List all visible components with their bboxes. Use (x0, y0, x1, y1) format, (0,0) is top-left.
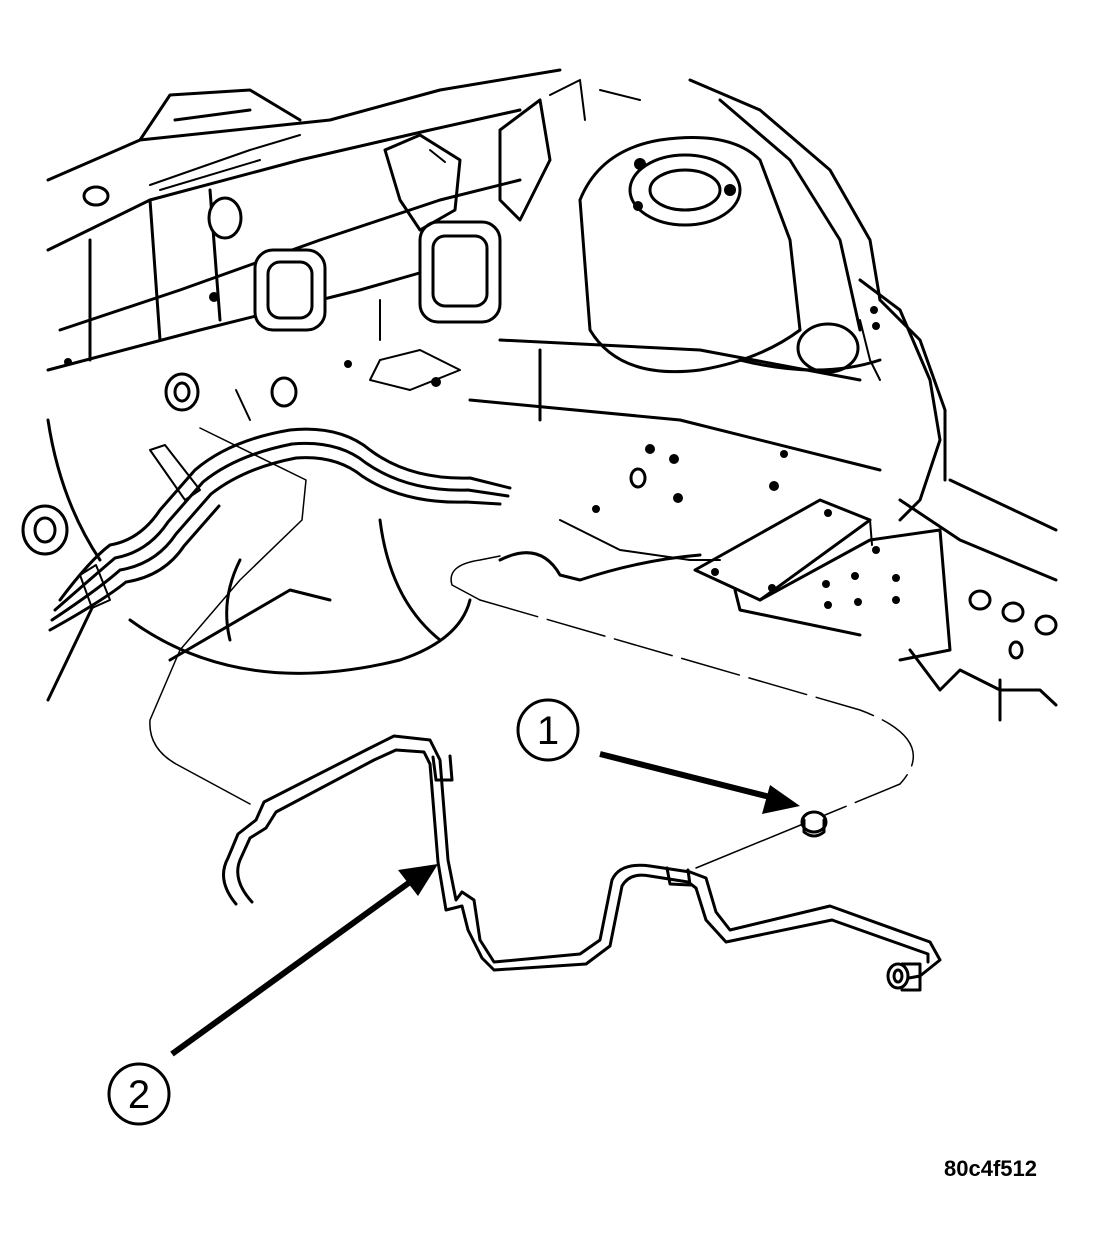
callout-2-label: 2 (128, 1073, 150, 1117)
tube-assembly (222, 734, 942, 992)
callout-1-label: 1 (537, 709, 559, 753)
floor-panel (468, 338, 882, 582)
callout-2: 2 (107, 1062, 171, 1126)
leader-arrow-2 (170, 864, 438, 1057)
strut-tower (578, 78, 1058, 582)
callout-1: 1 (516, 698, 580, 762)
leader-arrow-1 (599, 751, 800, 814)
mounting-bracket (693, 498, 1058, 722)
tube-bundle (46, 427, 512, 702)
fastener (800, 810, 828, 838)
figure-id: 80c4f512 (944, 1156, 1037, 1181)
zoom-outline (149, 427, 915, 869)
body-structure (21, 68, 586, 675)
